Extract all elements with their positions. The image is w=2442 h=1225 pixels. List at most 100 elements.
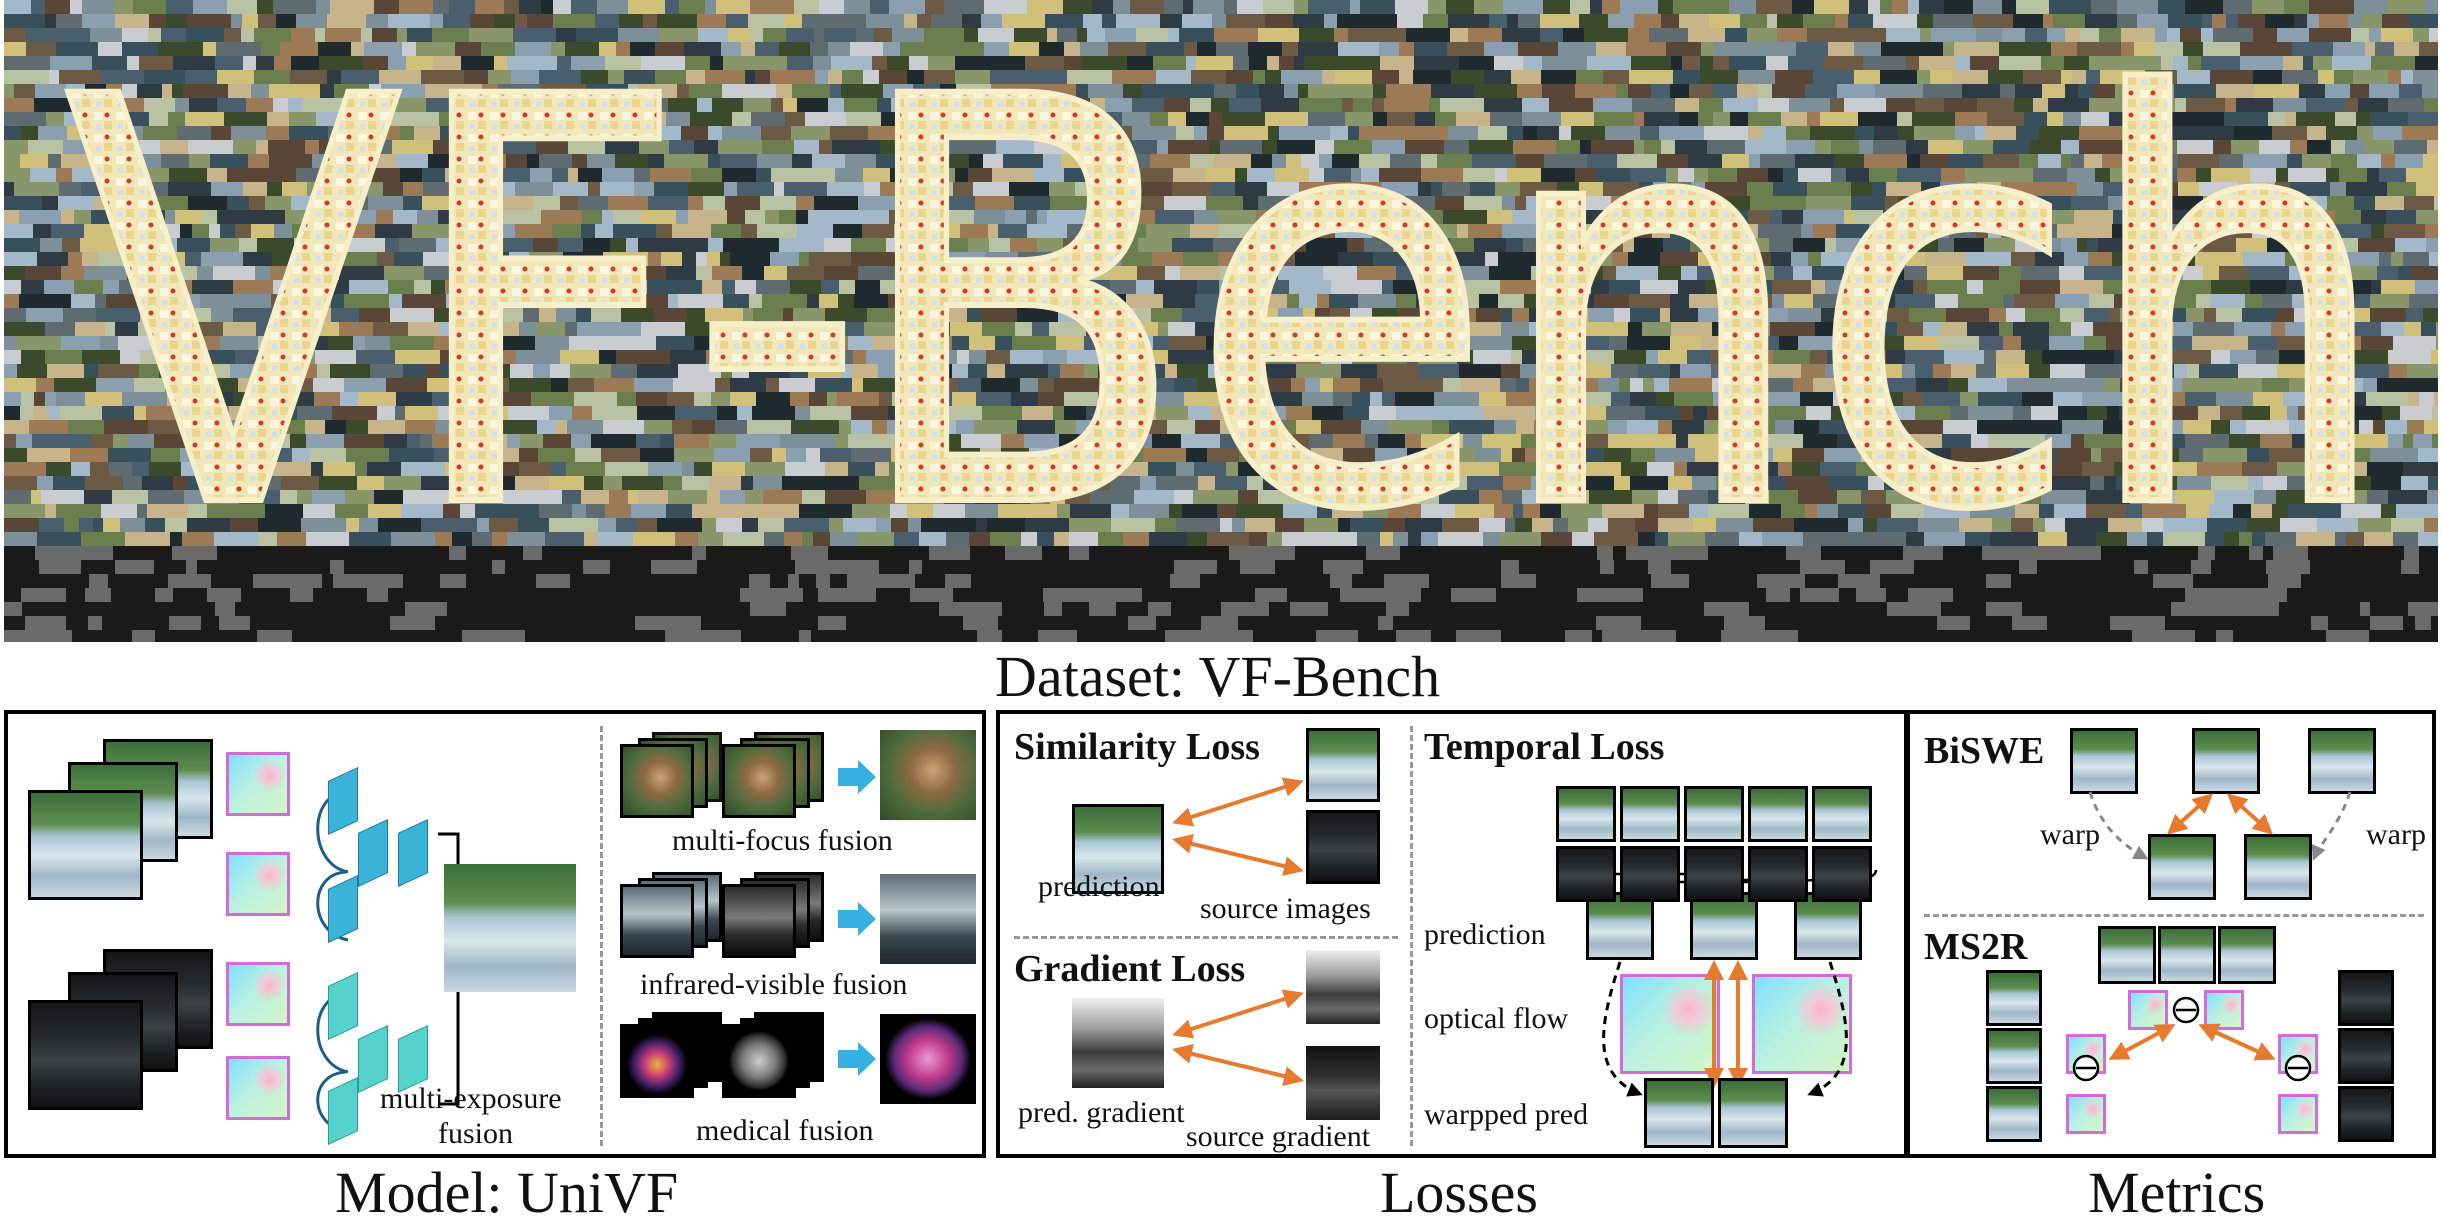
- mosaic-tile: [28, 140, 63, 154]
- mosaic-tile: [1616, 84, 1628, 98]
- mosaic-tile: [666, 112, 690, 126]
- mosaic-tile: [539, 154, 572, 168]
- mosaic-tile: [1831, 140, 1859, 154]
- mosaic-tile: [1570, 0, 1590, 14]
- vf-bench-wordmark: VF-Bench: [61, 0, 2397, 636]
- mosaic-tile: [1944, 0, 1973, 14]
- mosaic-tile: [907, 70, 924, 84]
- mosaic-tile: [654, 126, 681, 140]
- mosaic-tile: [1700, 70, 1738, 84]
- mosaic-tile: [2296, 112, 2335, 126]
- mosaic-tile: [1558, 42, 1596, 56]
- mosaic-tile: [841, 84, 883, 98]
- mosaic-tile: [1848, 14, 1873, 28]
- mosaic-tile: [779, 42, 810, 56]
- mosaic-tile: [1758, 98, 1789, 112]
- mosaic-tile: [792, 84, 830, 98]
- mosaic-tile: [451, 154, 470, 168]
- mosaic-tile: [63, 140, 91, 154]
- mosaic-tile: [366, 14, 388, 28]
- mosaic-tile: [215, 56, 243, 70]
- mosaic-tile: [615, 154, 648, 168]
- mosaic-tile: [414, 126, 440, 140]
- mosaic-tile: [761, 126, 791, 140]
- mosaic-tile: [2331, 140, 2345, 154]
- mosaic-tile: [1542, 56, 1587, 70]
- mosaic-tile: [619, 98, 633, 112]
- mosaic-tile: [1379, 42, 1399, 56]
- mosaic-tile: [467, 84, 482, 98]
- mosaic-tile: [1373, 84, 1386, 98]
- mosaic-tile: [480, 126, 495, 140]
- mosaic-tile: [1168, 28, 1179, 42]
- mosaic-tile: [810, 42, 828, 56]
- mosaic-tile: [792, 154, 812, 168]
- mosaic-tile: [787, 56, 813, 70]
- mosaic-tile: [106, 84, 122, 98]
- mosaic-tile: [98, 42, 122, 56]
- mosaic-tile: [1602, 0, 1620, 14]
- mosaic-tile: [1462, 0, 1474, 14]
- mosaic-tile: [679, 0, 705, 14]
- mosaic-tile: [786, 28, 814, 42]
- mosaic-tile: [611, 112, 621, 126]
- mosaic-tile: [406, 56, 433, 70]
- mosaic-tile: [2358, 98, 2388, 112]
- mosaic-tile: [2332, 56, 2371, 70]
- mosaic-tile: [364, 42, 402, 56]
- mosaic-tile: [488, 70, 511, 84]
- mosaic-tile: [2369, 28, 2381, 42]
- mosaic-tile: [684, 42, 721, 56]
- mosaic-tile: [1810, 126, 1855, 140]
- mosaic-tile: [1777, 14, 1803, 28]
- mosaic-tile: [559, 126, 578, 140]
- mosaic-tile: [127, 56, 139, 70]
- mosaic-tile: [1330, 126, 1348, 140]
- mosaic-tile: [1108, 42, 1146, 56]
- mosaic-tile: [388, 56, 406, 70]
- overexposed-frame: [1556, 786, 1616, 842]
- mosaic-tile: [122, 112, 149, 126]
- mosaic-tile: [98, 126, 122, 140]
- mosaic-tile: [273, 0, 316, 14]
- mosaic-tile: [2158, 0, 2185, 14]
- mosaic-tile: [61, 154, 97, 168]
- mosaic-tile: [1360, 14, 1397, 28]
- mosaic-tile: [1360, 0, 1395, 14]
- mosaic-tile: [4, 42, 26, 56]
- mosaic-tile: [158, 42, 203, 56]
- mosaic-tile: [513, 28, 556, 42]
- mosaic-tile: [1955, 56, 1970, 70]
- mosaic-tile: [2016, 0, 2049, 14]
- mosaic-tile: [1725, 28, 1747, 42]
- mosaic-tile: [830, 126, 868, 140]
- mosaic-tile: [1429, 98, 1440, 112]
- mosaic-tile: [107, 154, 134, 168]
- mosaic-tile: [1679, 14, 1709, 28]
- mosaic-tile: [1014, 28, 1047, 42]
- mosaic-tile: [925, 0, 944, 14]
- mosaic-tile: [553, 14, 595, 28]
- mosaic-tile: [1571, 126, 1605, 140]
- mosaic-tile: [254, 28, 291, 42]
- mosaic-tile: [1423, 14, 1448, 28]
- multi-focus-label: multi-focus fusion: [672, 824, 893, 857]
- mosaic-tile: [1085, 112, 1122, 126]
- mosaic-tile: [1092, 126, 1102, 140]
- mosaic-tile: [1970, 56, 1999, 70]
- divider: [600, 726, 603, 1146]
- mosaic-tile: [578, 126, 590, 140]
- mosaic-tile: [2388, 70, 2401, 84]
- mosaic-tile: [1917, 14, 1933, 28]
- warp-left-label: warp: [2040, 818, 2100, 851]
- mosaic-tile: [2145, 84, 2160, 98]
- mosaic-tile: [2413, 28, 2429, 42]
- mosaic-tile: [160, 140, 188, 154]
- mosaic-tile: [1265, 14, 1293, 28]
- mosaic-tile: [2223, 0, 2252, 14]
- mosaic-tile: [92, 56, 127, 70]
- mosaic-tile: [449, 0, 475, 14]
- mosaic-tile: [210, 154, 248, 168]
- mosaic-tile: [940, 84, 956, 98]
- mosaic-tile: [1756, 0, 1766, 14]
